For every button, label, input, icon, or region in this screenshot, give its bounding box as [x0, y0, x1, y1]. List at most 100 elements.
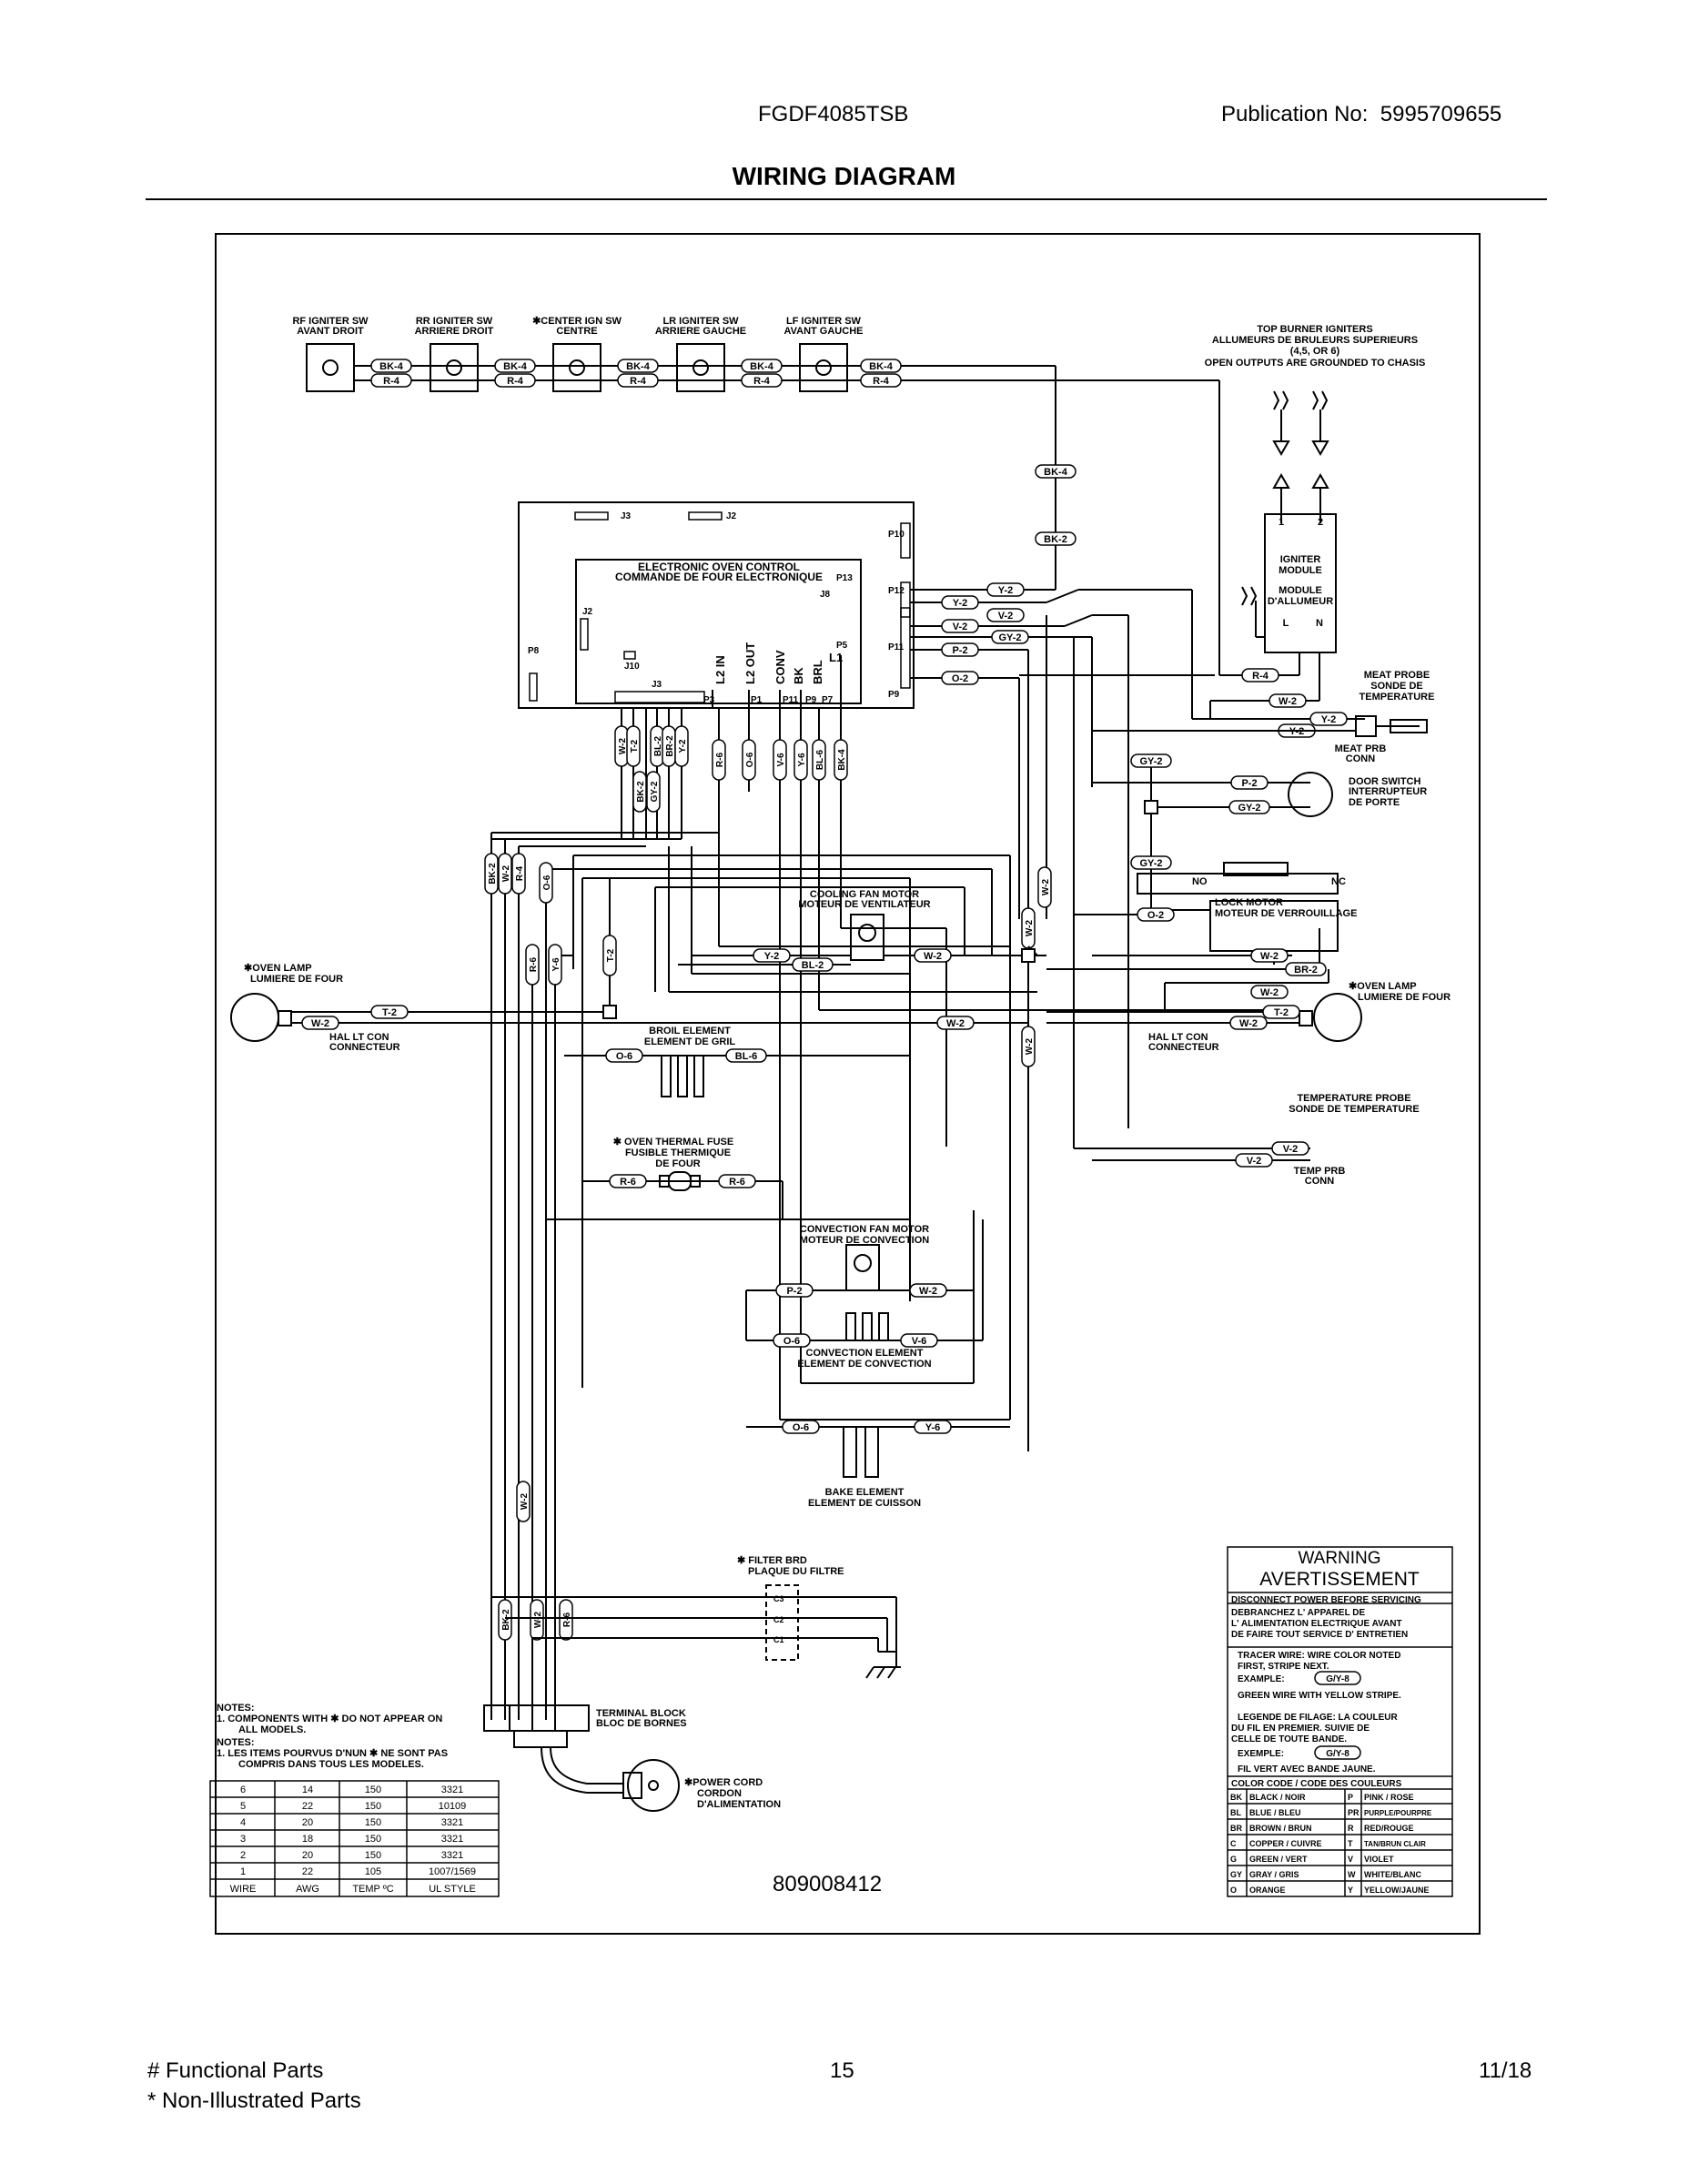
oven-lamp-left-icon: [230, 993, 279, 1042]
switch-rf-sublabel: AVANT DROIT: [297, 326, 364, 337]
tag-bl2-j3: BL-2: [653, 735, 663, 756]
tag-bk4-d: BK-4: [750, 361, 774, 372]
control-l1: L1: [829, 651, 843, 664]
publication-number: Publication No: 5995709655: [1221, 102, 1501, 127]
tag-y6-bake: Y-6: [925, 1422, 941, 1433]
broil-line1: BROIL ELEMENT: [649, 1026, 731, 1036]
warning-line1: DEBRANCHEZ L' APPAREL DE: [1231, 1608, 1366, 1618]
cooling-fan: [678, 914, 1037, 966]
tag-y2-b: Y-2: [953, 598, 968, 609]
igniter-pin1: 1: [1279, 517, 1284, 528]
switch-center-sublabel: CENTRE: [556, 326, 597, 337]
control-vlabel-brl: BRL: [811, 660, 824, 684]
control-j8: J8: [820, 590, 831, 600]
cc-r4-b: GREEN / VERT: [1249, 1855, 1308, 1864]
tag-p2-conv: P-2: [786, 1286, 802, 1297]
cc-r6-a: O: [1230, 1886, 1237, 1895]
tag-bk2-vert: BK-2: [1044, 534, 1067, 545]
igniter-module-line4: D'ALLUMEUR: [1268, 596, 1333, 607]
cc-r1-a: BL: [1230, 1808, 1241, 1817]
notes-n2b: COMPRIS DANS TOUS LES MODELES.: [238, 1759, 424, 1770]
control-line2: COMMANDE DE FOUR ELECTRONIQUE: [615, 571, 823, 583]
conv-fan-line2: MOTEUR DE CONVECTION: [800, 1235, 929, 1246]
tag-y6-p9: Y-6: [797, 753, 807, 766]
convection-element-icon: [845, 1312, 889, 1340]
cc-r3-c: T: [1348, 1839, 1353, 1848]
wt-r4c3: 3321: [441, 1850, 463, 1861]
switch-rf-label: RF IGNITER SW: [292, 316, 369, 327]
cc-r5-c: W: [1348, 1870, 1356, 1879]
terminal-line1: TERMINAL BLOCK: [596, 1708, 686, 1719]
door-switch-line3: DE PORTE: [1349, 797, 1400, 808]
filter-labels: ✱ FILTER BRD PLAQUE DU FILTRE C3 C2 C1: [737, 1555, 844, 1644]
top-burner-line1: TOP BURNER IGNITERS: [1257, 324, 1372, 335]
tag-w2-j3a: W-2: [618, 738, 628, 755]
tag-bk2-left: BK-2: [488, 863, 498, 885]
control-line1: ELECTRONIC OVEN CONTROL: [638, 561, 800, 573]
control-j3: J3: [621, 511, 632, 521]
footer-non-illustrated: * Non-Illustrated Parts: [147, 2088, 361, 2113]
tag-w2-left: W-2: [501, 865, 511, 883]
wt-r2c3: 3321: [441, 1817, 463, 1828]
cc-r4-c: V: [1348, 1855, 1353, 1864]
control-p5: P5: [836, 641, 848, 651]
tag-w3-mid: W-2: [1025, 1038, 1035, 1056]
wt-r5c0: 1: [240, 1866, 246, 1877]
wt-h2: TEMP ºC: [352, 1884, 393, 1895]
oven-lamp-labels: ✱OVEN LAMP LUMIERE DE FOUR HAL LT CON CO…: [244, 963, 1450, 1053]
switch-tags: BK-4 R-4 BK-4 R-4 BK-4 R-4 BK-4 R-4 BK-4…: [370, 359, 1076, 546]
igniter-module-line2: MODULE: [1279, 565, 1322, 576]
tag-r6-p3: R-6: [715, 753, 725, 768]
door-tags: GY-2 P-2 GY-2 GY-2 O-2 W-2 BR-2: [1130, 753, 1327, 976]
tag-r4-e: R-4: [873, 376, 890, 387]
tag-gy2-j3: GY-2: [650, 781, 660, 802]
switch-rr: [430, 343, 479, 392]
door-switch-labels: DOOR SWITCH INTERRUPTEUR DE PORTE LOCK M…: [1192, 776, 1427, 919]
top-burner-label: TOP BURNER IGNITERS ALLUMEURS DE BRULEUR…: [1205, 324, 1426, 369]
tag-t2-lampR: T-2: [1274, 1007, 1289, 1018]
tag-o6-p1: O-6: [745, 752, 755, 767]
igniter-module-n: N: [1316, 618, 1323, 629]
tag-w2-low2: W-2: [533, 1612, 543, 1629]
power-cord-plug-icon: [627, 1759, 680, 1812]
oven-lamp-left-line1: ✱OVEN LAMP: [244, 963, 312, 974]
tag-w2-lampR: W-2: [1239, 1018, 1258, 1029]
meat-probe-line1: MEAT PROBE: [1364, 670, 1430, 681]
warning-line0: DISCONNECT POWER BEFORE SERVICING: [1231, 1595, 1421, 1605]
model-number: FGDF4085TSB: [758, 102, 909, 126]
warning-title1: WARNING: [1298, 1549, 1380, 1568]
tag-bk4-b: BK-4: [503, 361, 528, 372]
control-vlabel-l2in: L2 IN: [713, 655, 727, 684]
switch-lf-label: LF IGNITER SW: [786, 316, 862, 327]
oven-lamp-right-line1: ✱OVEN LAMP: [1349, 981, 1417, 992]
cc-r1-d: PURPLE/POURPRE: [1364, 1809, 1432, 1817]
control-vlabel-l2out: L2 OUT: [743, 642, 757, 684]
warning-line5: FIRST, STRIPE NEXT.: [1238, 1662, 1329, 1672]
door-switch: [1046, 761, 1339, 970]
tag-t2-j3: T-2: [630, 739, 640, 753]
footer-functional-parts: # Functional Parts: [147, 2058, 324, 2083]
tag-bk6-p5: BK-4: [837, 749, 847, 771]
warning-line2: L' ALIMENTATION ELECTRIQUE AVANT: [1231, 1619, 1402, 1629]
tag-w2-fan: W-2: [924, 951, 942, 962]
igniter-module-l: L: [1283, 618, 1289, 629]
tag-p2-b: P-2: [1241, 778, 1257, 789]
meat-probe: [1092, 715, 1428, 737]
tag-r6-fuse: R-6: [620, 1177, 636, 1188]
wt-r0c1: 14: [302, 1785, 313, 1795]
wt-r2c2: 150: [365, 1817, 381, 1828]
conv-fan-line1: CONVECTION FAN MOTOR: [800, 1224, 929, 1235]
warning-box: WARNING AVERTISSEMENT DISCONNECT POWER B…: [1227, 1546, 1453, 1897]
cc-r3-d: TAN/BRUN CLAIR: [1364, 1840, 1426, 1848]
cc-r1-c: PR: [1348, 1808, 1359, 1817]
lock-motor-line1: LOCK MOTOR: [1215, 897, 1283, 908]
warning-line3: DE FAIRE TOUT SERVICE D' ENTRETIEN: [1231, 1630, 1408, 1640]
igniter-module-box: [1264, 513, 1337, 653]
door-switch-icon: [1288, 772, 1333, 817]
cc-r3-a: C: [1230, 1839, 1237, 1848]
tag-o6-conv: O-6: [783, 1336, 800, 1347]
tag-br2-a: BR-2: [1294, 965, 1318, 976]
lock-nc: NC: [1331, 876, 1346, 887]
tag-y2-fan: Y-2: [764, 951, 780, 962]
cc-r2-b: BROWN / BRUN: [1249, 1824, 1312, 1833]
